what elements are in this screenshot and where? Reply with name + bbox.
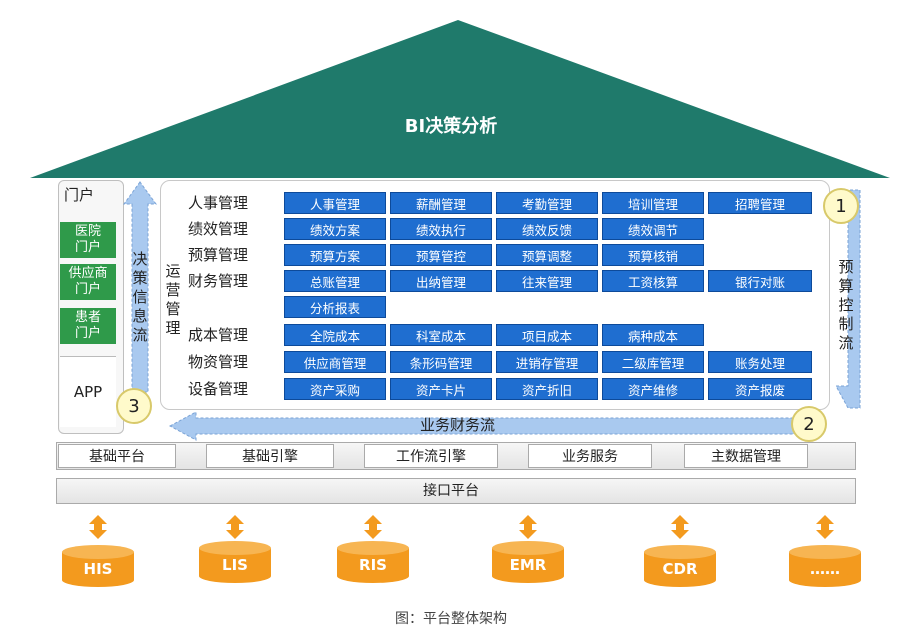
more-label: …… (810, 560, 840, 578)
cdr-label: CDR (662, 560, 698, 578)
supplier-portal[interactable]: 供应商 门户 (60, 264, 116, 300)
module-cell[interactable]: 预算方案 (284, 244, 386, 266)
emr-cylinder[interactable] (490, 540, 566, 584)
emr-label: EMR (509, 556, 547, 574)
row-label-materials: 物资管理 (188, 353, 249, 371)
module-cell[interactable]: 分析报表 (284, 296, 386, 318)
module-cell[interactable]: 培训管理 (602, 192, 704, 214)
module-cell[interactable]: 考勤管理 (496, 192, 598, 214)
lis-cylinder[interactable] (197, 540, 273, 584)
module-cell[interactable]: 银行对账 (708, 270, 812, 292)
interface-bar (56, 478, 856, 504)
portal-title: 门户 (64, 186, 95, 204)
hospital-portal[interactable]: 医院 门户 (60, 222, 116, 258)
app-entry[interactable]: APP (60, 356, 116, 427)
row-label-equipment: 设备管理 (188, 380, 249, 398)
module-cell[interactable]: 供应商管理 (284, 351, 386, 373)
patient-portal[interactable]: 患者 门户 (60, 308, 116, 344)
module-cell[interactable]: 进销存管理 (496, 351, 598, 373)
module-cell[interactable]: 绩效方案 (284, 218, 386, 240)
module-cell[interactable]: 总账管理 (284, 270, 386, 292)
business-flow-label: 业务财务流 (420, 416, 496, 434)
lis-label: LIS (222, 556, 248, 574)
row-label-cost: 成本管理 (188, 326, 249, 344)
module-cell[interactable]: 全院成本 (284, 324, 386, 346)
module-cell[interactable]: 资产维修 (602, 378, 704, 400)
cdr-cylinder[interactable] (642, 544, 718, 588)
row-label-finance: 财务管理 (188, 272, 249, 290)
platform-services[interactable]: 业务服务 (528, 444, 652, 468)
platform-master-data[interactable]: 主数据管理 (684, 444, 808, 468)
module-cell[interactable]: 病种成本 (602, 324, 704, 346)
platform-base[interactable]: 基础平台 (58, 444, 176, 468)
roof-title: BI决策分析 (404, 116, 498, 137)
row-label-performance: 绩效管理 (188, 220, 249, 238)
his-cylinder[interactable] (60, 544, 136, 588)
ris-label: RIS (359, 556, 387, 574)
row-label-budget: 预算管理 (188, 246, 249, 264)
module-cell[interactable]: 绩效调节 (602, 218, 704, 240)
module-cell[interactable]: 资产采购 (284, 378, 386, 400)
more-cylinder[interactable] (787, 544, 863, 588)
ris-cylinder[interactable] (335, 540, 411, 584)
module-cell[interactable]: 工资核算 (602, 270, 704, 292)
module-cell[interactable]: 绩效执行 (390, 218, 492, 240)
module-cell[interactable]: 往来管理 (496, 270, 598, 292)
module-cell[interactable]: 薪酬管理 (390, 192, 492, 214)
platform-workflow[interactable]: 工作流引擎 (364, 444, 498, 468)
module-cell[interactable]: 二级库管理 (602, 351, 704, 373)
platform-engine[interactable]: 基础引擎 (206, 444, 334, 468)
module-cell[interactable]: 预算核销 (602, 244, 704, 266)
budget-flow-label: 预算控制流 (838, 258, 854, 352)
his-label: HIS (83, 560, 113, 578)
module-cell[interactable]: 条形码管理 (390, 351, 492, 373)
module-cell[interactable]: 科室成本 (390, 324, 492, 346)
module-cell[interactable]: 预算调整 (496, 244, 598, 266)
module-cell[interactable]: 绩效反馈 (496, 218, 598, 240)
module-cell[interactable]: 项目成本 (496, 324, 598, 346)
row-label-hr: 人事管理 (188, 194, 249, 212)
module-cell[interactable]: 预算管控 (390, 244, 492, 266)
module-cell[interactable]: 资产报废 (708, 378, 812, 400)
decision-flow-label: 决策信息流 (132, 250, 148, 344)
module-cell[interactable]: 出纳管理 (390, 270, 492, 292)
marker-2: 2 (791, 406, 827, 442)
module-cell[interactable]: 人事管理 (284, 192, 386, 214)
marker-1: 1 (823, 188, 859, 224)
figure-caption: 图：平台整体架构 (395, 611, 507, 627)
marker-3: 3 (116, 388, 152, 424)
module-cell[interactable]: 招聘管理 (708, 192, 812, 214)
interface-platform[interactable]: 接口平台 (423, 483, 479, 499)
module-cell[interactable]: 资产卡片 (390, 378, 492, 400)
module-cell[interactable]: 账务处理 (708, 351, 812, 373)
module-cell[interactable]: 资产折旧 (496, 378, 598, 400)
operations-label: 运营管理 (165, 262, 181, 337)
